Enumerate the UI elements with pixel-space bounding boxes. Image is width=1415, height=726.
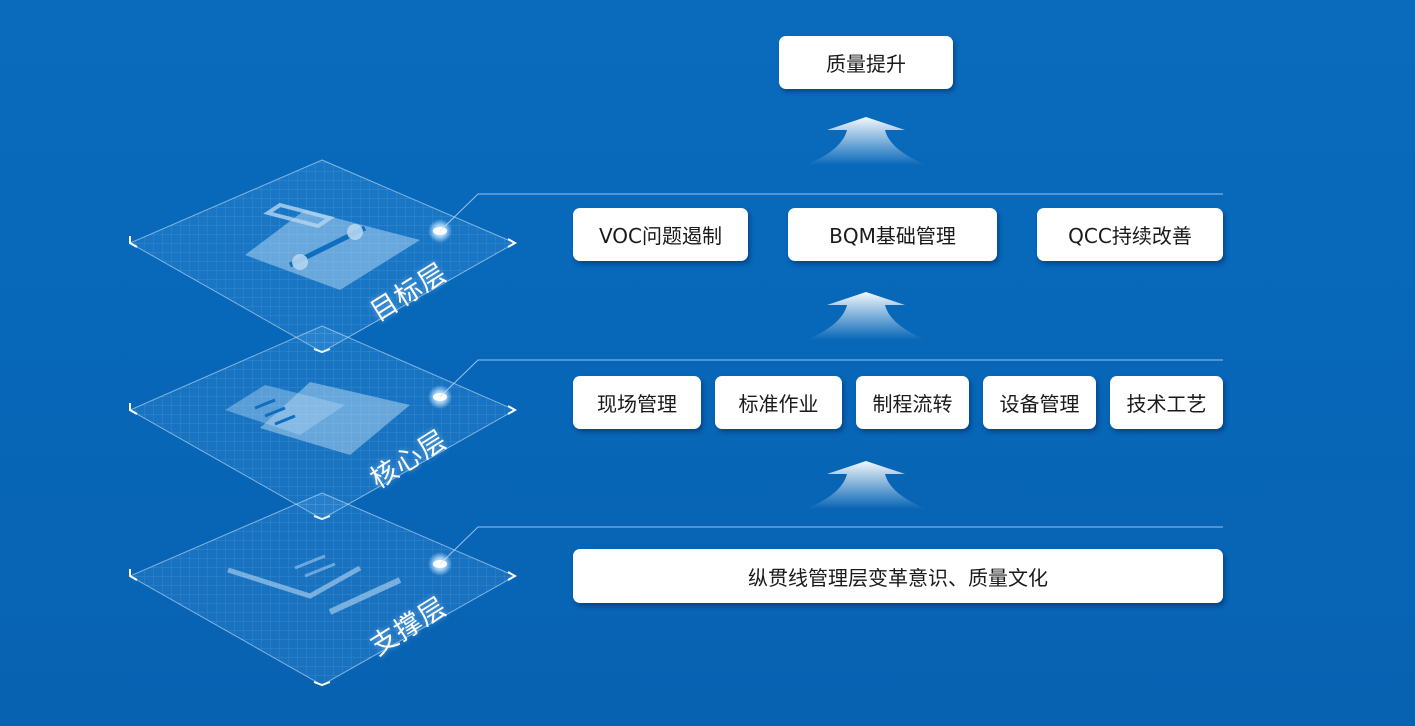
core-item-technology: 技术工艺: [1110, 376, 1223, 429]
goal-item-voc: VOC问题遏制: [573, 208, 748, 261]
core-item-standard: 标准作业: [715, 376, 842, 429]
layer-plane-support: [128, 492, 1223, 687]
goal-box: 质量提升: [779, 36, 953, 89]
core-item-process: 制程流转: [856, 376, 969, 429]
goal-item-qcc: QCC持续改善: [1037, 208, 1223, 261]
layer-plane-goal: [128, 159, 1223, 354]
goal-item-bqm: BQM基础管理: [788, 208, 997, 261]
core-item-equipment: 设备管理: [983, 376, 1096, 429]
core-item-site: 现场管理: [573, 376, 701, 429]
arrow-up-icon: [806, 292, 926, 340]
briefcase-icon: [245, 202, 420, 290]
blueprint-icon: [227, 554, 402, 615]
arrow-up-icon: [806, 117, 926, 165]
support-item-culture: 纵贯线管理层变革意识、质量文化: [573, 549, 1223, 603]
arrow-up-icon: [806, 461, 926, 509]
document-panel-icon: [225, 382, 410, 455]
